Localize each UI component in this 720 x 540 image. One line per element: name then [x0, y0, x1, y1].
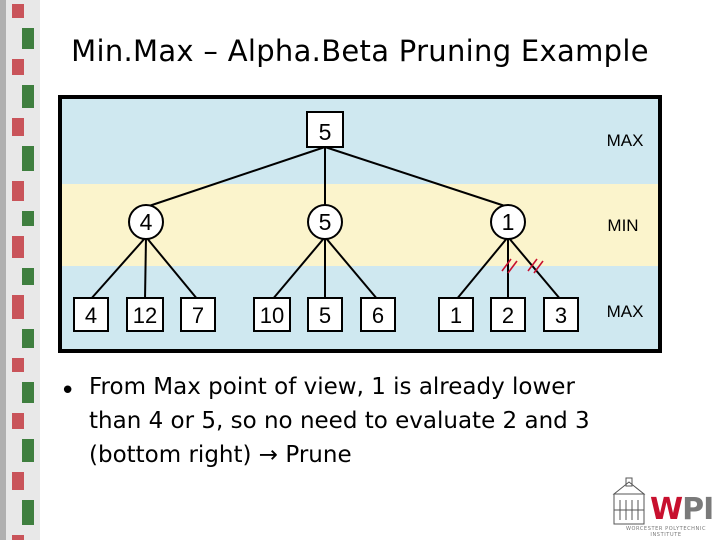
min-node-3-value: 1: [502, 209, 515, 235]
level-label-max-bottom: MAX: [607, 302, 644, 321]
min-node-1-value: 4: [140, 209, 153, 235]
strip-block: [22, 439, 34, 462]
leaf-3-value: 7: [192, 303, 204, 328]
leaf-9-value: 3: [555, 303, 567, 328]
bullet-text: From Max point of view, 1 is already low…: [89, 370, 669, 472]
strip-block: [12, 181, 24, 201]
leaf-2-value: 12: [133, 303, 157, 328]
wpi-logo-pi: PI: [682, 492, 714, 527]
leaf-4: 10: [253, 297, 291, 332]
strip-block: [12, 472, 24, 490]
root-node-value: 5: [319, 119, 332, 145]
alpha-beta-tree-diagram: 5 4 5 1 4 12 7 10 5 6 1 2 3 MAX MIN MAX: [58, 95, 662, 353]
leaf-2: 12: [126, 297, 164, 332]
min-node-2: 5: [307, 204, 343, 240]
slide-title: Min.Max – Alpha.Beta Pruning Example: [71, 34, 649, 68]
prune-marks: [501, 258, 544, 274]
leaf-1-value: 4: [85, 303, 97, 328]
wpi-logo-subtitle: WORCESTER POLYTECHNIC INSTITUTE: [625, 526, 707, 538]
strip-block: [12, 236, 24, 258]
strip-block: [12, 4, 24, 18]
leaf-4-value: 10: [260, 303, 284, 328]
strip-block: [22, 211, 34, 226]
strip-block: [22, 329, 34, 348]
level-label-min: MIN: [607, 216, 638, 235]
leaf-7: 1: [438, 297, 474, 332]
leaf-8-value: 2: [502, 303, 514, 328]
leaf-5: 5: [307, 297, 343, 332]
leaf-1: 4: [73, 297, 109, 332]
wpi-logo-w: W: [650, 492, 683, 527]
leaf-5-value: 5: [319, 303, 331, 328]
strip-block: [22, 146, 34, 171]
leaf-3: 7: [180, 297, 216, 332]
min-node-2-value: 5: [319, 209, 332, 235]
level-label-max-top: MAX: [607, 131, 644, 150]
tree-edges: [89, 146, 562, 301]
root-node: 5: [306, 111, 344, 148]
bullet-line-1: From Max point of view, 1 is already low…: [89, 374, 575, 400]
strip-block: [12, 535, 24, 540]
leaf-6-value: 6: [372, 303, 384, 328]
leaf-9: 3: [543, 297, 579, 332]
bullet-line-3: (bottom right) → Prune: [89, 442, 352, 468]
leaf-6: 6: [360, 297, 396, 332]
leaf-7-value: 1: [450, 303, 462, 328]
strip-block: [12, 59, 24, 75]
wpi-logo-text: WPI: [650, 492, 714, 527]
min-node-1: 4: [128, 204, 164, 240]
strip-block: [12, 118, 24, 136]
strip-block: [22, 28, 34, 49]
strip-block: [12, 295, 24, 319]
bullet-line-2: than 4 or 5, so no need to evaluate 2 an…: [89, 408, 590, 434]
min-node-3: 1: [490, 204, 526, 240]
strip-block: [12, 413, 24, 429]
strip-block: [22, 382, 34, 403]
strip-block: [22, 268, 34, 285]
strip-block: [22, 85, 34, 108]
max-band-top: [62, 99, 658, 184]
bullet-dot: •: [60, 376, 76, 406]
wpi-building-icon: [612, 477, 646, 525]
leaf-8: 2: [490, 297, 526, 332]
strip-block: [12, 358, 24, 372]
strip-block: [22, 500, 34, 525]
left-decorative-strip: [0, 0, 40, 540]
